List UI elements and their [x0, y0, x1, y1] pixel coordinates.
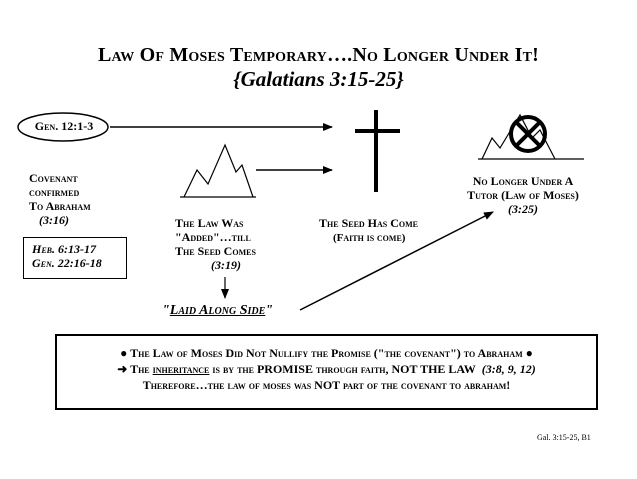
- gen-ref-label: Gen. 12:1-3: [34, 119, 94, 133]
- gen-ellipse: [17, 112, 109, 142]
- law-ref: (3:19): [211, 258, 241, 272]
- summary-line2: ➜ The inheritance is by the PROMISE thro…: [57, 362, 596, 377]
- laid-open-quote: ": [162, 303, 170, 318]
- crossed-mountain-icon: [478, 113, 584, 160]
- covenant-line3: To Abraham: [29, 199, 91, 213]
- cross-icon: [355, 110, 400, 192]
- bullet-left-icon: ●: [120, 346, 128, 360]
- gen22-ref: Gen. 22:16-18: [32, 256, 102, 270]
- summary-box: ● The Law of Moses Did Not Nullify the P…: [55, 334, 598, 410]
- laid-along-side: "Laid Along Side": [162, 303, 273, 319]
- law-text: The Law Was "Added"…till The Seed Comes …: [175, 216, 256, 272]
- summary-line2-c: is by the: [209, 362, 257, 376]
- tutor-line2: Tutor (Law of Moses): [467, 188, 579, 202]
- covenant-text: Covenant confirmed To Abraham (3:16): [29, 171, 91, 227]
- covenant-ref: (3:16): [39, 213, 69, 227]
- summary-line2-b: inheritance: [152, 362, 210, 376]
- laid-to-tutor-arrow: [299, 211, 494, 311]
- summary-line1: ● The Law of Moses Did Not Nullify the P…: [57, 346, 596, 361]
- covenant-line1: Covenant: [29, 171, 78, 185]
- tutor-ref: (3:25): [508, 202, 538, 216]
- footer-ref: Gal. 3:15-25, B1: [537, 433, 591, 442]
- arrow-right-icon: ➜: [117, 362, 128, 376]
- seed-line1: The Seed Has Come: [319, 216, 419, 230]
- summary-line2-e: through faith,: [312, 362, 392, 376]
- covenant-line2: confirmed: [29, 185, 80, 199]
- mountain-icon: [180, 143, 256, 198]
- summary-line1-text: The Law of Moses Did Not Nullify the Pro…: [130, 346, 523, 360]
- summary-line2-a: The: [130, 362, 153, 376]
- summary-line3: Therefore…the law of moses was NOT part …: [142, 378, 511, 392]
- law-line2: "Added"…till: [175, 230, 251, 244]
- page-subtitle: {Galatians 3:15-25}: [233, 67, 404, 91]
- laid-along-side-label: Laid Along Side: [169, 303, 266, 318]
- tutor-text: No Longer Under A Tutor (Law of Moses) (…: [448, 174, 598, 216]
- laid-close-quote: ": [265, 303, 274, 318]
- tutor-line1: No Longer Under A: [472, 174, 574, 188]
- heb-gen-box: Heb. 6:13-17 Gen. 22:16-18: [23, 237, 127, 279]
- heb-ref: Heb. 6:13-17: [32, 242, 96, 256]
- law-line1: The Law Was: [175, 216, 244, 230]
- page-title: Law Of Moses Temporary….No Longer Under …: [97, 44, 540, 66]
- seed-text: The Seed Has Come (Faith is come): [319, 216, 418, 245]
- law-line3: The Seed Comes: [175, 244, 256, 258]
- seed-line2: (Faith is come): [333, 232, 406, 244]
- bullet-right-icon: ●: [525, 346, 533, 360]
- summary-line2-f: NOT THE LAW: [391, 362, 476, 376]
- summary-line2-g: (3:8, 9, 12): [475, 362, 536, 376]
- summary-line2-d: PROMISE: [256, 362, 313, 376]
